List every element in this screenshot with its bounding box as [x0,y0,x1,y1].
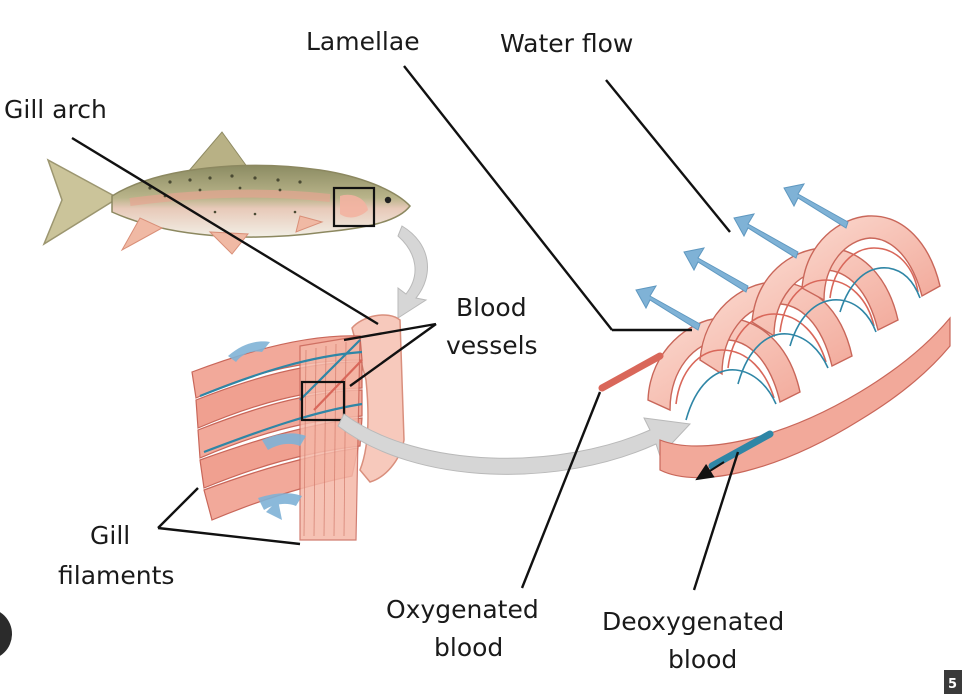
trout-fish [42,131,411,255]
deoxygenated-vessel [708,430,774,470]
fish-gill-zoom-box [332,186,376,228]
deoxygenated-flow-arrow [695,461,725,481]
fish-eye [384,196,392,204]
page-badge [944,670,962,694]
lamella-1 [647,317,801,412]
label-gill-arch: Gill arch [4,95,107,124]
label-gill-filaments-2: filaments [58,561,174,590]
label-water-flow: Water flow [500,29,633,58]
label-oxygenated-2: blood [434,633,503,662]
fish-spots [148,174,302,216]
label-deoxygenated-1: Deoxygenated [602,607,784,636]
labels: Gill arch Lamellae Water flow Blood vess… [4,27,784,674]
leader-gill-arch [71,136,379,326]
label-oxygenated-1: Oxygenated [386,595,539,624]
label-deoxygenated-2: blood [668,645,737,674]
leader-water-flow [605,79,731,233]
filament-zoom-box [300,380,346,422]
fish-anal-fin [120,217,164,252]
lamellae-capillaries [675,247,921,421]
leader-oxygenated [520,391,602,589]
label-blood-vessels-2: vessels [446,331,538,360]
leader-lines [71,65,740,591]
oxygenated-vessel [598,352,664,392]
lamellae-assembly [598,183,951,481]
gill-arch-assembly [191,314,405,541]
leader-gill-filaments-1 [157,487,199,529]
zoom-arrow-filament-to-lamellae [337,413,692,475]
leader-blood-vessels-2 [349,323,437,387]
leader-deoxygenated [692,451,740,591]
corner-circle-button[interactable] [0,608,12,660]
leader-lamellae [403,65,613,331]
fish-lateral-stripe [129,189,331,206]
lamellae-base [659,316,951,479]
leader-blood-vessels-1 [343,322,437,342]
label-lamellae: Lamellae [306,27,420,56]
zoom-arrow-fish-to-arch [397,225,428,319]
page-badge-number: 5 [948,677,957,692]
fish-tail [42,158,120,246]
water-flow-arrows [635,183,849,331]
fish-gill-patch [340,194,368,218]
label-blood-vessels-1: Blood [456,293,527,322]
lamella-3 [751,247,899,338]
fish-pelvic-fin [208,231,249,255]
filament-water-arrows [228,341,306,520]
label-gill-filaments-1: Gill [90,521,130,550]
leader-gill-filaments-2 [157,526,301,546]
fish-pectoral-fin [295,215,324,233]
